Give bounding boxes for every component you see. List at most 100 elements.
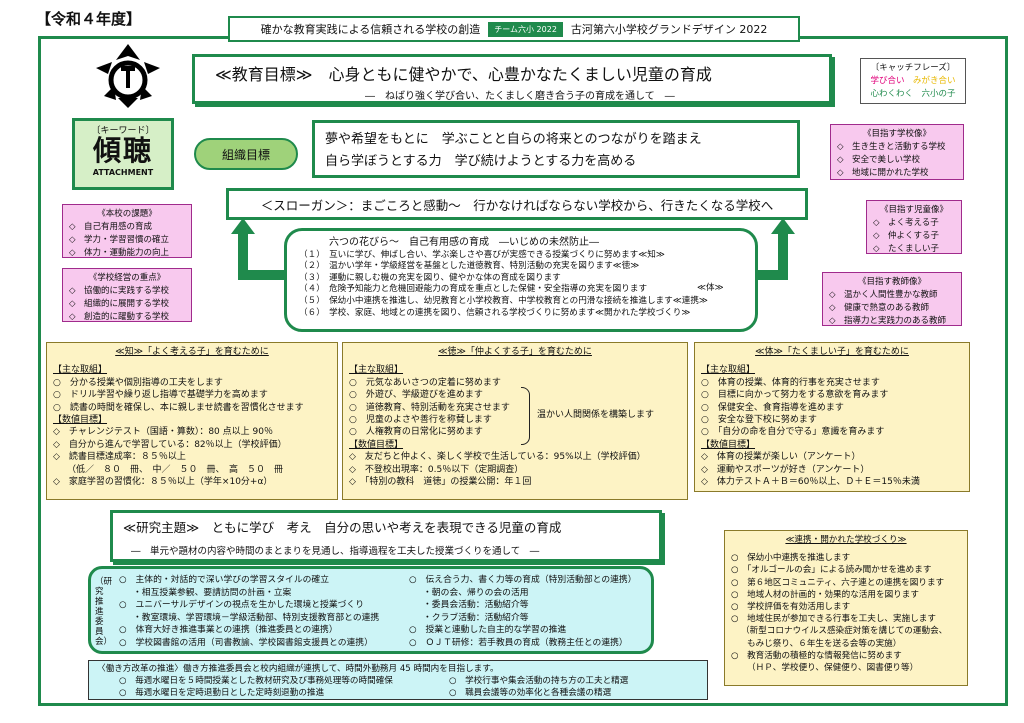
toku-brace-icon [521,387,530,445]
research-theme: ≪研究主題≫ ともに学び 考え 自分の思いや考えを表現できる児童の育成 ― 単元… [110,510,662,562]
six-petals-box: 六つの花びら～ 自己有用感の育成 ―いじめの未然防止― （１） 互いに学び、伸ば… [284,228,758,332]
issues-item: ◇ 学力・学習習慣の確立 [69,235,170,245]
committee-item: ・教室環境、学習環境－学級活動部、特別支援教育部との連携 [133,612,380,623]
school-aim-item: ◇ 生き生きと活動する学校 [837,142,946,152]
tai-item: ○ 保健安全、食育指導を進めます [701,402,844,413]
toku-item: ○ 人権教育の日常化に努めます [349,427,483,438]
chi-target: ◇ 家庭学習の習慣化：８５％以上（学年×10分+α） [53,477,273,488]
school-aim-box: 《目指す学校像》 ◇ 生き生きと活動する学校 ◇ 安全で美しい学校 ◇ 地域に開… [830,124,964,180]
issues-title: 《本校の課題》 [97,209,157,219]
toku-target: ◇ 不登校出現率：0.5％以下（定期調査） [349,464,524,475]
catchphrase-box: 〔キャッチフレーズ〕 学び合い みがき合い 心わくわく 六小の子 [860,58,966,104]
issues-item: ◇ 体力・運動能力の向上 [69,248,170,258]
workstyle-item: ○ 職員会議等の効率化と各種会議の精選 [449,688,612,698]
committee-item: ・相互授業参観、要請訪問の計画・立案 [133,587,292,598]
child-aim-item: ◇ よく考える子 [873,218,939,228]
catch-word-3: 心わくわく [870,89,913,99]
slogan: ＜スローガン＞：まごころと感動～ 行かなければならない学校から、行きたくなる学校… [226,188,808,220]
tai-item: ○ 体育の授業、体育的行事を充実させます [701,377,880,388]
points-item: ◇ 協働的に実践する学校 [69,286,170,296]
school-aim-item: ◇ 地域に開かれた学校 [837,168,929,178]
workstyle-item: ○ 毎週水曜日を５時間授業とした教材研究及び事務処理等の時間確保 [119,676,393,686]
arrow-left-horizontal [238,270,290,280]
keyword-en: ATTACHMENT [92,168,154,177]
chi-sec-2: 【数値目標】 [53,415,108,426]
petal-item: （４） 危険予知能力と危機回避能力の育成を重点とした保健・安全指導の充実を図りま… [299,284,648,295]
catch-word-1: 学び合い [870,76,905,86]
renkei-item: ○ 教育活動の積極的な情報発信に努めます [731,650,902,661]
committee-label: （研究推進委員会） [95,577,113,647]
workstyle-left: ○ 毎週水曜日を５時間授業とした教材研究及び事務処理等の時間確保 ○ 毎週水曜日… [119,675,393,699]
year-label: 【令和４年度】 [36,10,142,28]
workstyle-item: ○ 毎週水曜日を定時退勤日とした定時刻退勤の推進 [119,688,325,698]
catch-title: 〔キャッチフレーズ〕 [870,63,956,73]
points-box: 《学校経営の重点》 ◇ 協働的に実践する学校 ◇ 組織的に展開する学校 ◇ 創造… [62,268,192,322]
research-title: ≪研究主題≫ ともに学び 考え 自分の思いや考えを表現できる児童の育成 [123,520,562,535]
petal-item: （６） 学校、家庭、地域との連携を図り、信頼される学校づくりに努めます≪開かれた… [299,307,691,318]
keyword-box: 〔キーワード〕 傾聴 ATTACHMENT [72,118,174,190]
renkei-item: ○ 学校評価を有効活用します [731,602,851,613]
teacher-aim-item: ◇ 温かく人間性豊かな教師 [829,290,938,300]
catch-word-2: みがき合い [913,76,956,86]
petal-item: （２） 温かい学年・学級経営を基盤とした道徳教育、特別活動の充実を図ります≪徳≫ [299,261,640,272]
workstyle-title: 〈働き方改革の推進〉働き方推進委員会と校内組織が連携して、時間外勤務月 45 時… [97,664,499,674]
tai-sec-1: 【主な取組】 [701,365,756,376]
arrow-right-vertical [778,232,788,280]
school-aim-title: 《目指す学校像》 [862,129,931,139]
school-aim-item: ◇ 安全で美しい学校 [837,155,921,165]
toku-target: ◇ 友だちと仲よく、楽しく学校で生活している：95%以上（学校評価） [349,452,646,463]
header-left: 確かな教育実践による信頼される学校の創造 [260,23,481,36]
committee-item: ○ 主体的・対話的で深い学びの学習スタイルの確立 [119,575,330,585]
toku-item: ○ 児童のよさや善行を称賛します [349,415,492,426]
catch-word-4: 六小の子 [921,89,956,99]
renkei-title: ≪連携・開かれた学校づくり≫ [785,535,907,545]
keyword-main: 傾聴 [92,134,153,167]
tai-target: ◇ 体力テストＡ＋Ｂ＝60％以上、Ｄ＋Ｅ＝15％未満 [701,477,920,488]
toku-item: ○ 道徳教育、特別活動を充実させます [349,402,510,413]
child-aim-item: ◇ 仲よくする子 [873,231,940,241]
chi-target: （低／ ８０ 冊、 中／ ５０ 冊、 高 ５０ 冊 [67,464,284,475]
chi-item: ○ ドリル学習や繰り返し指導で基礎学力を高めます [53,390,268,401]
committee-item: ○ 体育大好き推進事業との連携（推進委員との連携） [119,625,338,636]
petal-item: （３） 運動に親しむ機の充実を図り、健やかな体の育成を図ります [299,272,561,283]
org-line-2: 自ら学ぼうとする力 学び続けようとする力を高める [325,154,637,169]
renkei-item: ○ 地域人材の計画的・効果的な活用を図ります [731,589,919,600]
org-goal-label: 組織目標 [194,138,298,170]
toku-item: ○ 元気なあいさつの定着に努めます [349,377,501,388]
tai-sec-2: 【数値目標】 [701,439,756,450]
arrow-left-head-icon [231,218,255,234]
renkei-item: ○ 第６地区コミュニティ、六子連との連携を図ります [731,577,945,588]
teacher-aim-item: ◇ 健康で熱意のある教師 [829,303,930,313]
renkei-item: もみじ祭り、６年生を送る会等の実施） [747,638,902,649]
tai-item: ○ 安全な登下校に努めます [701,415,817,426]
toku-box: ≪徳≫「仲よくする子」を育むために 【主な取組】 ○ 元気なあいさつの定着に努め… [342,342,688,500]
committee-item: ・朝の会、帰りの会の活用 [423,587,529,598]
committee-right: ○ 伝え合う力、書く力等の育成（特別活動部との連携） ・朝の会、帰りの会の活用 … [409,574,637,650]
points-title: 《学校経営の重点》 [88,273,166,283]
keyword-title: 〔キーワード〕 [91,126,155,136]
chi-target: ◇ 読書目標達成率：８５％以上 [53,452,186,463]
committee-item: ○ 伝え合う力、書く力等の育成（特別活動部との連携） [409,575,637,585]
chi-target: ◇ 自分から進んで学習している：82％以上（学校評価） [53,439,287,450]
committee-item: ○ 授業と連動した自主的な学習の推進 [409,625,567,636]
workstyle-box: 〈働き方改革の推進〉働き方推進委員会と校内組織が連携して、時間外勤務月 45 時… [88,660,708,700]
research-sub: ― 単元や題材の内容や時間のまとまりを見通し、指導過程を工夫した授業づくりを通し… [131,546,540,557]
org-line-1: 夢や希望をもとに 学ぶことと自らの将来とのつながりを踏まえ [325,132,702,147]
toku-item: ○ 外遊び、学級遊びを進めます [349,390,483,401]
chi-item: ○ 読書の時間を確保し、本に親しませ読書を習慣化させます [53,402,304,413]
tai-item: ○ 「自分の命を自分で守る」意識を育みます [701,427,885,438]
child-aim-title: 《目指す児童像》 [879,205,948,215]
chi-box: ≪知≫「よく考える子」を育むために 【主な取組】 ○ 分かる授業や個別指導の工夫… [46,342,338,500]
arrow-left-vertical [238,232,248,280]
renkei-item: （ＨＰ、学校便り、保健便り、図書便り等） [747,663,919,674]
teacher-aim-item: ◇ 指導力と実践力のある教師 [829,316,947,326]
teacher-aim-title: 《目指す教師像》 [857,277,926,287]
renkei-item: （新型コロナウイルス感染症対策を講じての運動会、 [741,626,948,637]
renkei-box: ≪連携・開かれた学校づくり≫ ○ 保幼小中連携を推進します ○ 「オルゴールの会… [724,530,968,686]
chi-sec-1: 【主な取組】 [53,365,108,376]
petals-body-label: ≪体≫ [697,283,724,293]
goal-sub: ― ねばり強く学び合い、たくましく磨き合う子の育成を通して ― [365,91,675,102]
toku-sec-2: 【数値目標】 [349,439,404,450]
points-item: ◇ 創造的に躍動する学校 [69,312,170,322]
toku-brace-label: 温かい人間関係を構築します [537,410,655,420]
